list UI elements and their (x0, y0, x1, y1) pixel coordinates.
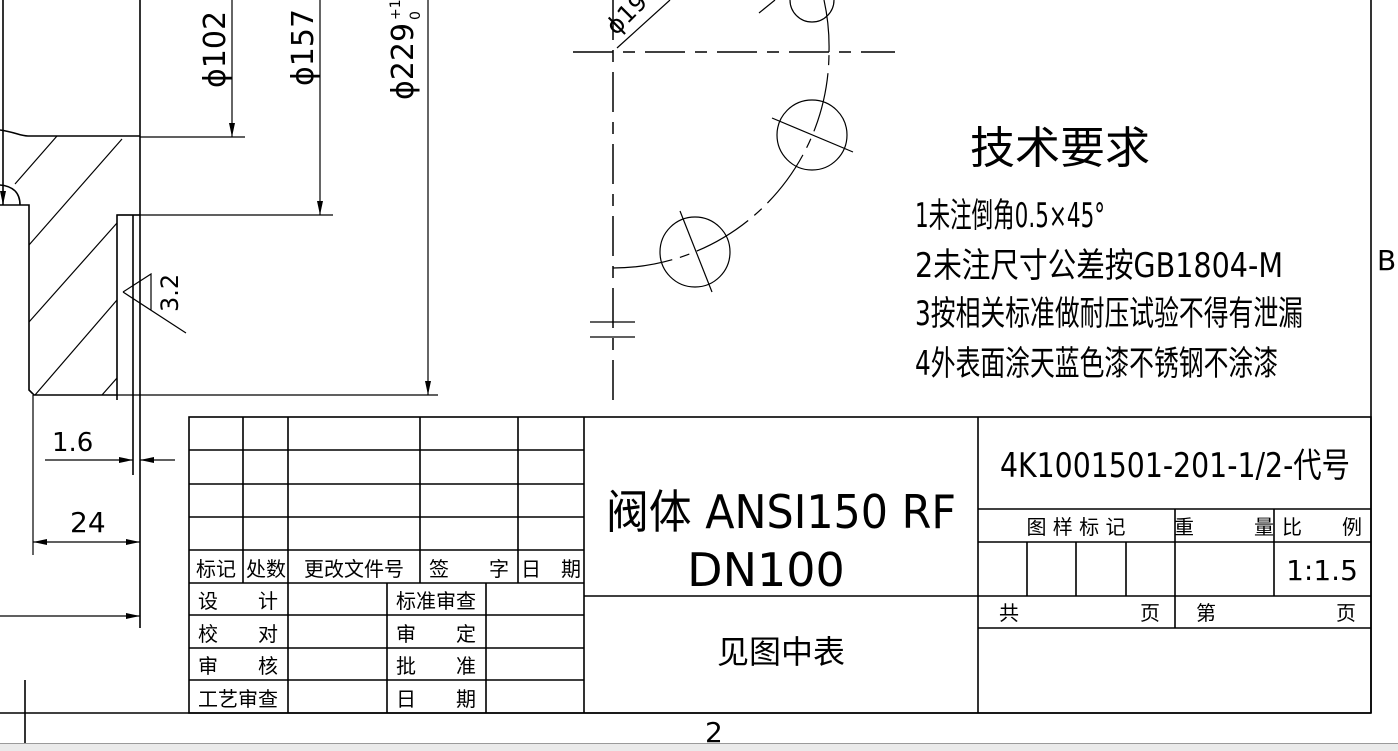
label-approve: 批 准 (396, 654, 476, 678)
total-pages-suffix: 页 (1140, 601, 1160, 625)
drawing-number: 4K1001501-201-1/2-代号 (1000, 446, 1350, 486)
roughness-value: 3.2 (156, 274, 184, 312)
dimension-d157: ϕ157 (286, 9, 321, 86)
dimension-1-6: 1.6 (52, 428, 93, 458)
dimension-bolt-circle: ϕ19 (600, 0, 653, 40)
bolt-circle-view: ϕ19 (573, 0, 895, 400)
page-number-suffix: 页 (1336, 601, 1356, 625)
total-pages-label: 共 (999, 601, 1019, 625)
tech-req-item-1: 1未注倒角0.5×45° (915, 196, 1105, 236)
weight-label: 重 量 (1174, 515, 1274, 539)
tech-req-item-3: 3按相关标准做耐压试验不得有泄漏 (915, 294, 1303, 334)
label-design: 设 计 (198, 589, 278, 613)
zone-letter: B (1377, 244, 1396, 277)
technical-requirements: 技术要求 1未注倒角0.5×45° 2未注尺寸公差按GB1804-M 3按相关标… (915, 123, 1303, 384)
dimension-d229-tolerance-lower: 0 (408, 11, 424, 20)
dimension-d229: ϕ229 (386, 23, 421, 100)
label-sign-date: 日 期 (396, 687, 476, 711)
tech-req-item-4: 4外表面涂天蓝色漆不锈钢不涂漆 (915, 344, 1278, 384)
scale-value: 1:1.5 (1286, 554, 1358, 587)
page-number-label: 第 (1196, 601, 1216, 625)
part-size: DN100 (687, 543, 845, 597)
window-bottom-edge (0, 743, 1398, 751)
label-review: 审 核 (198, 654, 278, 678)
header-mark: 标记 (196, 557, 236, 581)
surface-roughness-symbol: 3.2 (122, 272, 187, 334)
label-process-review: 工艺审查 (198, 687, 278, 711)
part-name: 阀体 ANSI150 RF (606, 485, 956, 539)
signature-rows: 设 计 校 对 审 核 工艺审查 标准审查 审 定 批 准 日 期 (198, 589, 476, 711)
dimension-d229-tolerance-upper: +1 (388, 0, 404, 20)
zone-number: 2 (705, 716, 723, 749)
label-check: 校 对 (198, 622, 278, 646)
section-view: ϕ102 ϕ157 ϕ229 +1 0 3.2 1.6 24 (0, 0, 438, 628)
dimension-d102: ϕ102 (198, 11, 233, 88)
dimension-24: 24 (70, 506, 106, 539)
label-approve-final: 审 定 (396, 622, 476, 646)
revision-header-row: 标记 处数 更改文件号 签 字 日 期 (196, 557, 581, 581)
drawing-mark-label: 图 样 标 记 (1026, 515, 1125, 539)
section-hatching (14, 135, 123, 396)
header-signature: 签 字 (429, 557, 509, 581)
header-change-doc: 更改文件号 (304, 557, 404, 581)
label-standard-review: 标准审查 (396, 589, 476, 613)
scale-label: 比 例 (1282, 515, 1362, 539)
header-date: 日 期 (521, 557, 581, 581)
material: 见图中表 (717, 633, 845, 671)
header-count: 处数 (246, 557, 286, 581)
tech-req-item-2: 2未注尺寸公差按GB1804-M (915, 246, 1283, 286)
title-block: 标记 处数 更改文件号 签 字 日 期 设 计 校 对 审 核 工艺审查 标准审… (188, 416, 1372, 714)
tech-req-title: 技术要求 (970, 123, 1150, 174)
